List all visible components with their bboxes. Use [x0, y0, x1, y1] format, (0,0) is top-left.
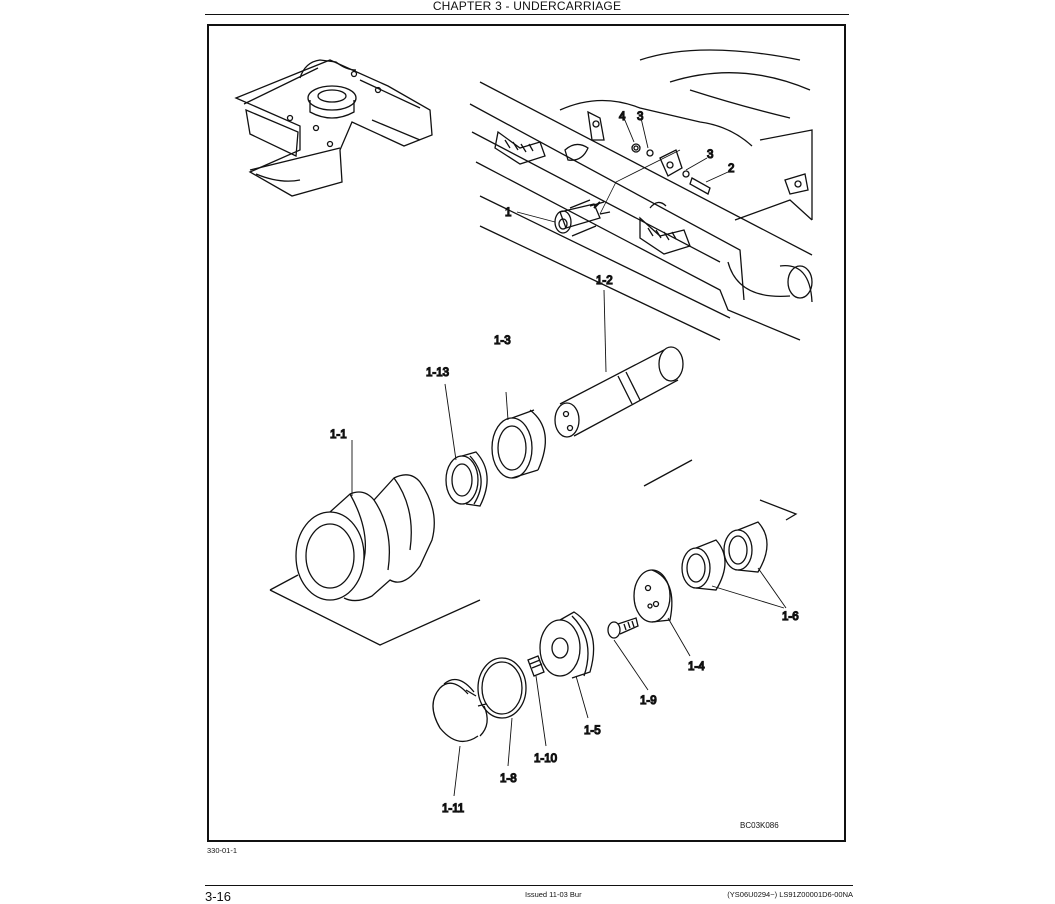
figure-frame — [207, 24, 846, 842]
figure-reference: 330-01-1 — [207, 846, 238, 855]
page-footer: 3-16 Issued 11-03 Bur (YS06U0294~) LS91Z… — [205, 885, 853, 904]
part-1-3-bushing — [492, 392, 545, 478]
page-number: 3-16 — [205, 889, 232, 904]
callout-4: 4 — [619, 111, 626, 123]
leader-lines-upper — [517, 118, 728, 372]
callout-labels: 1 4 3 3 2 1-2 1-3 1-13 1-1 1-6 1-4 1-9 1… — [329, 110, 799, 815]
part-1-4-plate — [634, 570, 690, 656]
callout-1-4: 1-4 — [688, 661, 705, 673]
callout-1-1: 1-1 — [330, 429, 347, 441]
callout-1-2: 1-2 — [596, 275, 613, 287]
undercarriage-overview-inset — [236, 60, 432, 196]
part-1-2-shaft — [555, 347, 683, 437]
part-1-13-seal — [445, 384, 487, 506]
part-1-11-snap-ring — [433, 680, 487, 797]
callout-1-10: 1-10 — [534, 753, 557, 765]
drawing-code: BC03K086 — [740, 821, 779, 830]
part-1-9-bolt — [608, 618, 648, 690]
issue-info: Issued 11-03 Bur — [525, 890, 582, 899]
callout-2: 2 — [728, 163, 734, 175]
track-frame-detail — [470, 50, 812, 340]
chapter-title: CHAPTER 3 - UNDERCARRIAGE — [432, 0, 622, 13]
document-id: (YS06U0294~) LS91Z00001D6-00NA — [727, 890, 853, 899]
callout-1-13: 1-13 — [426, 367, 449, 379]
callout-1-11: 1-11 — [442, 803, 464, 815]
chapter-header: CHAPTER 3 - UNDERCARRIAGE — [205, 0, 849, 15]
part-1-1-roller — [270, 440, 480, 645]
callout-1-8: 1-8 — [500, 773, 517, 785]
lower-parts-group — [644, 460, 796, 520]
callout-3b: 3 — [707, 149, 713, 161]
callout-1-5: 1-5 — [584, 725, 601, 737]
callout-1-6: 1-6 — [782, 611, 799, 623]
part-1-10-plug — [528, 656, 546, 746]
part-1-8-o-ring — [478, 658, 526, 766]
callout-1-3: 1-3 — [494, 335, 511, 347]
callout-1: 1 — [505, 207, 511, 219]
callout-1-9: 1-9 — [640, 695, 657, 707]
part-1-5-collar — [540, 612, 594, 718]
callout-3a: 3 — [637, 111, 643, 123]
part-1-6-bushings — [682, 522, 786, 608]
